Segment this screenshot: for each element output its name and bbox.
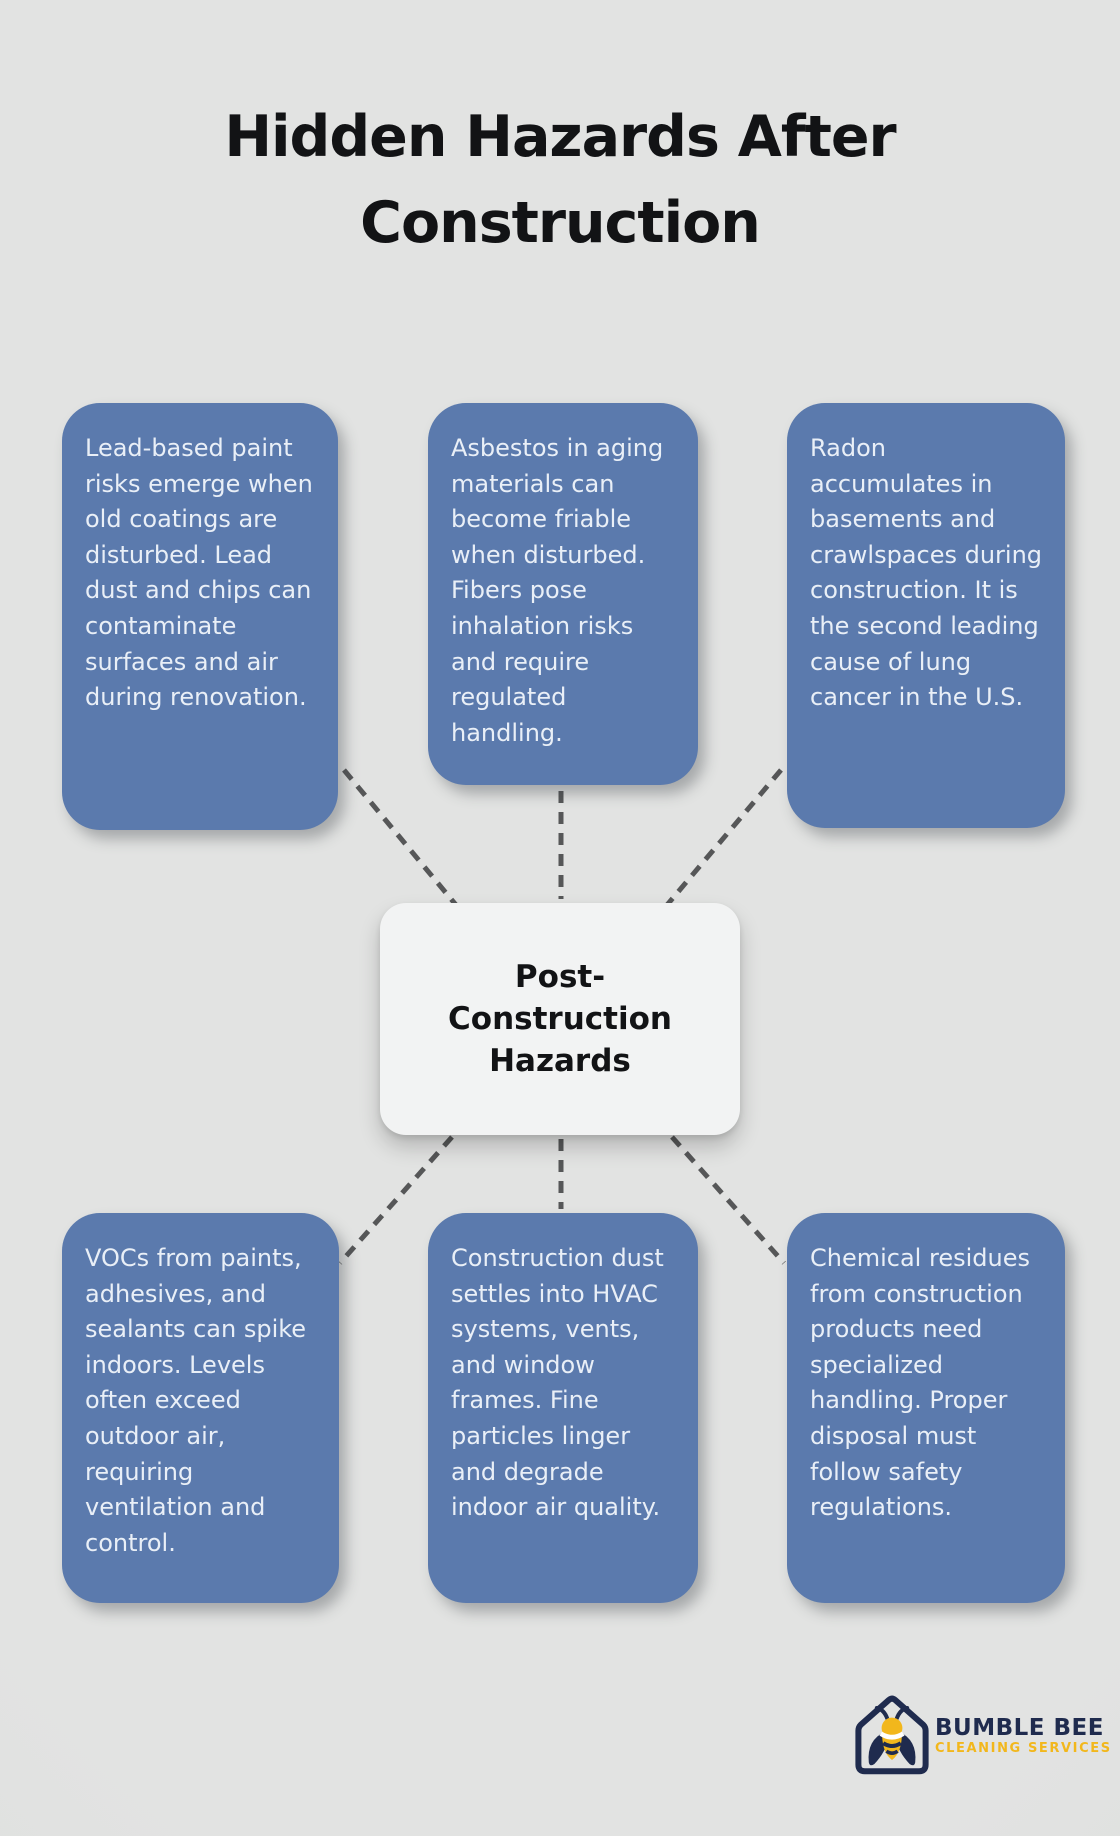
connector-bottom-left <box>338 1135 454 1265</box>
hazard-node-text: VOCs from paints, adhesives, and sealant… <box>85 1244 307 1557</box>
connector-bottom-right <box>670 1135 786 1265</box>
bumble-bee-logo: BUMBLE BEE CLEANING SERVICES <box>852 1692 1112 1780</box>
hazard-node-asbestos: Asbestos in aging materials can become f… <box>428 403 698 785</box>
hazard-node-text: Asbestos in aging materials can become f… <box>451 434 664 747</box>
hazard-node-text: Radon accumulates in basements and crawl… <box>810 434 1043 712</box>
connector-top-right <box>665 768 783 907</box>
page-title: Hidden Hazards After Construction <box>0 94 1120 266</box>
logo-tagline: CLEANING SERVICES <box>935 1741 1112 1756</box>
bee-in-house-icon <box>852 1692 932 1780</box>
center-node-post-construction-hazards: Post- Construction Hazards <box>380 903 740 1135</box>
hazard-node-chemical-residues: Chemical residues from construction prod… <box>787 1213 1065 1603</box>
center-node-line3: Hazards <box>489 1043 631 1079</box>
center-node-line1: Post- <box>514 959 606 995</box>
logo-text: BUMBLE BEE CLEANING SERVICES <box>935 1715 1112 1757</box>
page-title-line2: Construction <box>360 190 761 256</box>
hazard-node-text: Chemical residues from construction prod… <box>810 1244 1030 1522</box>
hazard-node-text: Construction dust settles into HVAC syst… <box>451 1244 664 1522</box>
hazard-node-lead-paint: Lead-based paint risks emerge when old c… <box>62 403 338 830</box>
hazard-node-text: Lead-based paint risks emerge when old c… <box>85 434 313 712</box>
logo-brand-name: BUMBLE BEE <box>935 1715 1104 1741</box>
hazard-node-construction-dust: Construction dust settles into HVAC syst… <box>428 1213 698 1603</box>
center-node-line2: Construction <box>448 1001 672 1037</box>
hazard-node-vocs: VOCs from paints, adhesives, and sealant… <box>62 1213 339 1603</box>
connector-top-left <box>342 768 458 907</box>
hazard-node-radon: Radon accumulates in basements and crawl… <box>787 403 1065 828</box>
page-title-line1: Hidden Hazards After <box>224 104 896 170</box>
